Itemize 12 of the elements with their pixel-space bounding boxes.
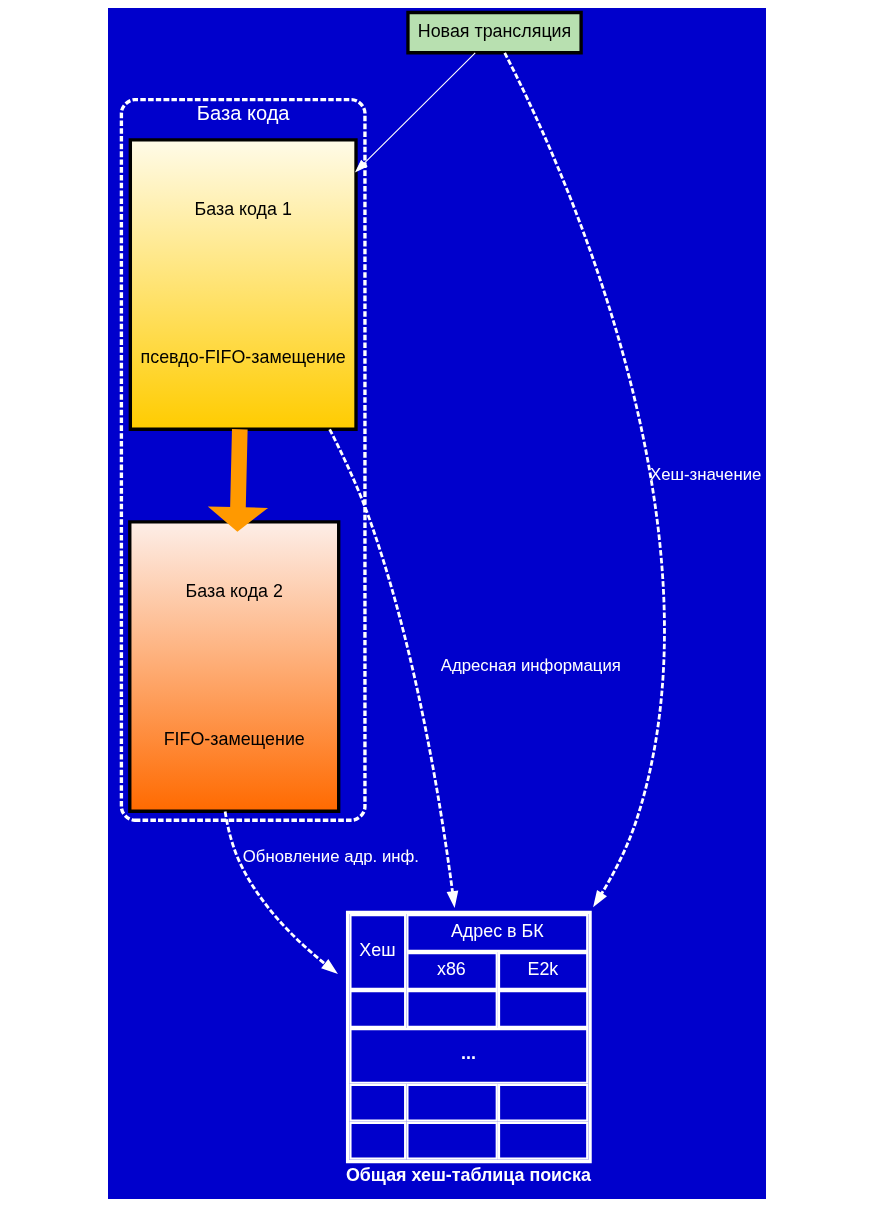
node-box: База кода 2 FIFO-замещение — [127, 520, 340, 813]
node-box: Новая трансляция — [405, 10, 583, 55]
node-label: Общая хеш-таблица поиска — [345, 1164, 591, 1185]
arrow — [354, 52, 476, 173]
arrow — [327, 428, 458, 908]
node-box: База кода 1 псевдо-FIFO-замещение — [128, 138, 358, 431]
edge-label: Обновление адр. инф. — [242, 846, 419, 866]
arrow — [223, 811, 338, 974]
edge-label: Адресная информация — [440, 655, 621, 675]
edge-label: Хеш-значение — [649, 464, 761, 484]
arrow — [502, 52, 665, 908]
arrow — [207, 429, 268, 532]
